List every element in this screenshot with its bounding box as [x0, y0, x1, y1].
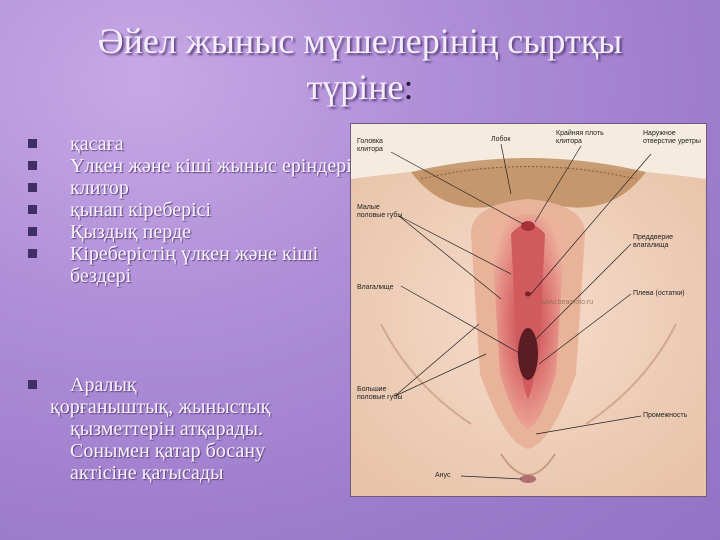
- bullet-square-icon: [28, 183, 37, 192]
- bullet-item: Үлкен және кіші жыныс еріндері: [28, 155, 358, 177]
- bullet-text: Кіреберістің үлкен және кіші бездері: [70, 243, 319, 287]
- title-colon: :: [403, 67, 414, 107]
- label-urethra: Наружное отверстие уретры: [643, 130, 701, 145]
- watermark-text: www.beamoto.ru: [540, 299, 593, 306]
- bullet-text: қасаға: [70, 133, 124, 155]
- bullet-text: Қыздық перде: [70, 221, 192, 243]
- label-hymen: Плева (остатки): [633, 290, 685, 297]
- title-line-2: түріне: [306, 67, 404, 107]
- label-prepuce: Крайняя плоть клитора: [556, 130, 604, 145]
- bullet-square-icon: [28, 227, 37, 236]
- label-perineum: Промежность: [643, 412, 688, 419]
- bullet-item: Кіреберістің үлкен және кіші бездері: [28, 243, 358, 287]
- slide-title: Әйел жыныс мүшелерінің сыртқы түріне:: [0, 18, 720, 110]
- paragraph-head: Аралық: [70, 374, 137, 396]
- bullet-text: Үлкен және кіші жыныс еріндері: [70, 155, 352, 177]
- bullet-square-icon: [28, 161, 37, 170]
- paragraph-line: Сонымен қатар босану: [70, 440, 266, 462]
- bullet-square-icon: [28, 249, 37, 258]
- paragraph-line: қызметтерін атқарады.: [70, 418, 264, 440]
- paragraph-line: актісіне қатысады: [70, 462, 224, 484]
- bullet-item: қынап кіреберісі: [28, 199, 358, 221]
- bullet-square-icon: [28, 380, 37, 389]
- label-vestibule: Преддверие влагалища: [633, 234, 674, 249]
- title-line-1: Әйел жыныс мүшелерінің сыртқы: [97, 21, 623, 61]
- bullet-text: клитор: [70, 177, 129, 199]
- bullet-item: Қыздық перде: [28, 221, 358, 243]
- label-anus: Анус: [435, 472, 451, 479]
- bullet-item: қасаға: [28, 133, 358, 155]
- function-paragraph: Аралық қорғаныштық, жыныстық қызметтерін…: [28, 374, 358, 484]
- bullet-list: қасаға Үлкен және кіші жыныс еріндері кл…: [28, 133, 358, 287]
- paragraph-line: қорғаныштық, жыныстық: [50, 396, 271, 418]
- anatomy-illustration: www.beamoto.ru Головка клитора Лобок Кра…: [350, 123, 707, 497]
- bullet-text: қынап кіреберісі: [70, 199, 212, 221]
- label-labia-minora: Малые половые губы: [357, 204, 403, 219]
- label-labia-majora: Большие половые губы: [357, 386, 403, 401]
- bullet-item: клитор: [28, 177, 358, 199]
- bullet-square-icon: [28, 139, 37, 148]
- bullet-square-icon: [28, 205, 37, 214]
- label-mons: Лобок: [491, 136, 511, 143]
- label-vagina: Влагалище: [357, 284, 394, 291]
- anatomy-drawing: www.beamoto.ru: [351, 124, 706, 496]
- label-clitoris-glans: Головка клитора: [357, 138, 383, 153]
